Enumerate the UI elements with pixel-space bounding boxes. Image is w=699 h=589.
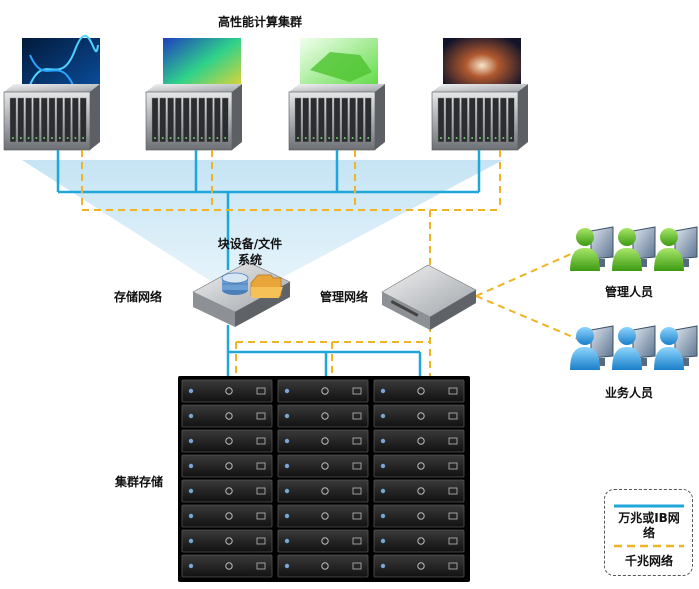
- compute-node-1: [22, 34, 100, 93]
- compute-node-3: [300, 38, 378, 93]
- storage-unit: [373, 429, 465, 453]
- server-chassis-1: [3, 84, 100, 151]
- storage-unit: [181, 479, 273, 503]
- storage-unit: [277, 454, 369, 478]
- cluster-storage-label: 集群存储: [115, 475, 164, 489]
- management-server: [381, 264, 477, 330]
- server-chassis-3: [288, 84, 385, 151]
- business-user-person-icon: [570, 325, 614, 370]
- admin-person-icon: [612, 226, 656, 271]
- storage-unit: [373, 379, 465, 403]
- block-fs-label: 块设备/文件系统: [217, 237, 283, 267]
- storage-unit: [181, 554, 273, 578]
- cluster-storage-rack: [178, 376, 470, 582]
- storage-unit: [277, 504, 369, 528]
- storage-unit: [373, 404, 465, 428]
- folder-icon: [250, 274, 283, 298]
- business-users-label: 业务人员: [605, 386, 654, 400]
- storage-unit: [181, 504, 273, 528]
- diagram-title: 高性能计算集群: [218, 15, 303, 29]
- fast-network-lines: [56, 150, 481, 378]
- gigabit-network-lines: [81, 150, 581, 378]
- storage-server: [192, 261, 291, 327]
- legend: 万兆或IB网络 千兆网络: [604, 489, 693, 576]
- storage-unit: [277, 404, 369, 428]
- compute-node-4: [443, 38, 521, 93]
- legend-fast-network-label: 万兆或IB网络: [618, 511, 680, 540]
- storage-unit: [373, 504, 465, 528]
- database-icon: [221, 272, 249, 295]
- storage-network-label: 存储网络: [114, 290, 163, 304]
- admin-person-icon: [654, 226, 698, 271]
- legend-gigabit-network-label: 千兆网络: [624, 554, 673, 568]
- storage-unit: [181, 529, 273, 553]
- storage-unit: [277, 479, 369, 503]
- business-user-person-icon: [612, 325, 656, 370]
- compute-node-2: [163, 38, 241, 93]
- galaxy-screen-icon: [443, 38, 521, 93]
- storage-unit: [277, 529, 369, 553]
- storage-unit: [373, 479, 465, 503]
- network-fan-shape: [22, 160, 503, 300]
- admin-person-icon: [570, 226, 614, 271]
- server-chassis-4: [431, 84, 528, 151]
- business-user-person-icon: [654, 325, 698, 370]
- management-network-label: 管理网络: [320, 290, 369, 304]
- admins-label: 管理人员: [605, 285, 654, 299]
- storage-unit: [181, 404, 273, 428]
- simulation-screen-icon: [163, 38, 241, 93]
- storage-unit: [373, 454, 465, 478]
- storage-unit: [373, 529, 465, 553]
- storage-unit: [373, 554, 465, 578]
- storage-unit: [277, 554, 369, 578]
- storage-unit: [277, 379, 369, 403]
- storage-unit: [181, 454, 273, 478]
- storage-unit: [181, 429, 273, 453]
- server-chassis-2: [145, 84, 242, 151]
- storage-unit: [181, 379, 273, 403]
- storage-unit: [277, 429, 369, 453]
